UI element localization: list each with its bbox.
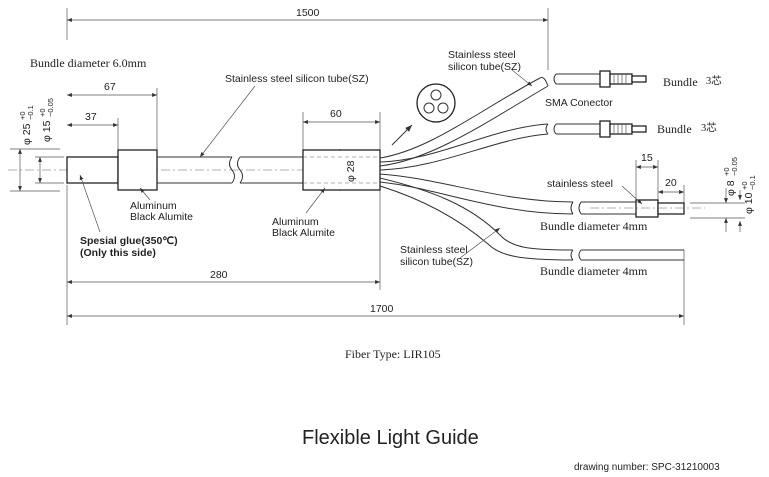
aluminum-fitting-middle [302, 149, 381, 191]
dim-phi-15: φ 15 [41, 120, 53, 142]
label-bundle-mid: Bundle [657, 122, 692, 136]
dim-phi-28: φ 28 [345, 160, 357, 182]
label-stainless-steel: stainless steel [547, 178, 613, 190]
label-bundle-mid-cores: 3芯 [701, 121, 717, 134]
branch-tubes [379, 70, 705, 261]
dim-1500: 1500 [296, 7, 320, 19]
label-bundle-4mm-a: Bundle diameter 4mm [540, 219, 648, 233]
dim-phi-15-tol-top: +0 [38, 108, 47, 117]
label-aluminum-mid-1: Aluminum [272, 216, 319, 228]
label-bundle-4mm-b: Bundle diameter 4mm [540, 264, 648, 278]
label-bundle-top-cores: 3芯 [706, 74, 722, 87]
dim-1700: 1700 [370, 303, 394, 315]
label-ss-tube-bottom-1: Stainless steel [400, 244, 468, 256]
cross-section-detail [391, 83, 456, 146]
dim-phi-25: φ 25 [21, 123, 33, 145]
label-ss-tube-bottom-2: silicon tube(SZ) [400, 256, 473, 268]
dim-phi-10-tol-top: +0 [740, 181, 749, 190]
dim-280: 280 [210, 269, 228, 281]
dim-67: 67 [104, 81, 116, 93]
footer: Fiber Type: LIR105 Flexible Light Guide … [302, 347, 720, 473]
label-ss-tube-top-2: silicon tube(SZ) [448, 61, 521, 73]
dim-phi-10-tol-bottom: −0.1 [748, 175, 757, 190]
dim-20: 20 [665, 177, 677, 189]
dimension-lines [10, 8, 745, 325]
dimension-text: 1500 67 37 60 φ 28 280 1700 15 20 φ 25 +… [18, 7, 757, 315]
dim-phi-15-tol-bottom: −0.05 [46, 98, 55, 117]
label-aluminum-mid-2: Black Alumite [272, 227, 335, 239]
main-tube-assembly [8, 149, 385, 191]
dim-phi-8: φ 8 [725, 180, 737, 196]
fiber-type: Fiber Type: LIR105 [345, 347, 441, 361]
label-aluminum-left-2: Black Alumite [130, 211, 193, 223]
label-bundle-top: Bundle [663, 75, 698, 89]
dim-phi-10: φ 10 [743, 192, 755, 214]
aluminum-fitting-left [117, 149, 158, 191]
label-bundle-diameter-main: Bundle diameter 6.0mm [30, 56, 147, 70]
label-ss-tube-top-1: Stainless steel [448, 49, 516, 61]
label-glue-2: (Only this side) [80, 247, 156, 259]
label-aluminum-left-1: Aluminum [130, 200, 177, 212]
dim-phi-8-tol-bottom: −0.05 [730, 157, 739, 176]
dim-phi-8-tol-top: +0 [722, 167, 731, 176]
dim-phi-25-tol-bottom: −0.1 [26, 105, 35, 120]
label-ss-tube-main: Stainless steel silicon tube(SZ) [225, 73, 369, 85]
leader-lines [79, 69, 643, 259]
label-glue-1: Spesial glue(350℃) [80, 235, 178, 247]
label-sma-connector: SMA Conector [545, 97, 613, 109]
dim-15: 15 [641, 152, 653, 164]
dim-phi-25-tol-top: +0 [18, 111, 27, 120]
drawing-title: Flexible Light Guide [302, 427, 479, 449]
dim-37: 37 [85, 111, 97, 123]
stainless-steel-ferrule [635, 199, 659, 218]
dim-60: 60 [330, 108, 342, 120]
annotation-text: Bundle diameter 6.0mm Stainless steel si… [30, 49, 722, 278]
drawing-number: drawing number: SPC-31210003 [574, 462, 720, 473]
